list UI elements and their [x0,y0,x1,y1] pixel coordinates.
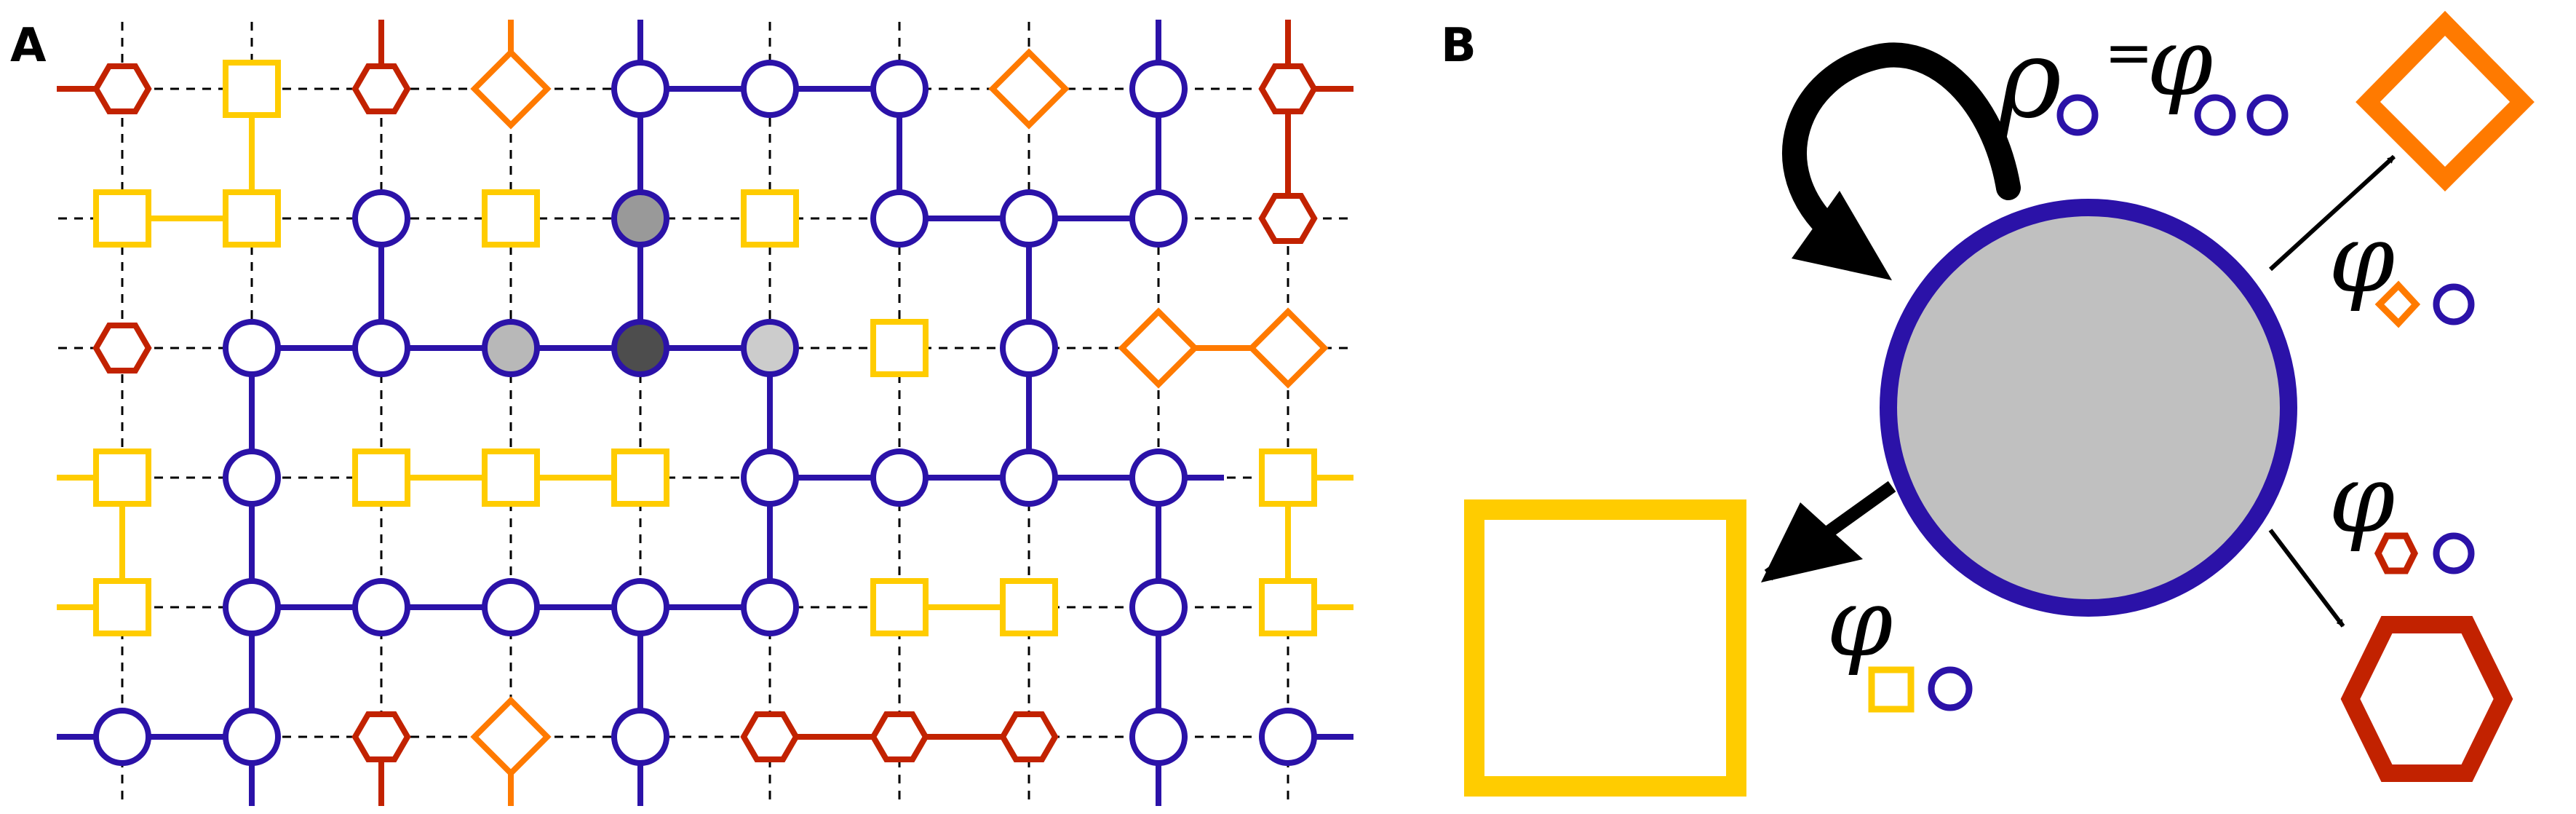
lattice-circle-node [870,60,929,118]
lattice-circle-node [1129,189,1188,248]
lattice-circle-node [352,319,410,377]
lattice-square-node [611,449,669,507]
red-hexagon-large [2340,616,2513,782]
lattice-circle-node [1129,449,1188,507]
rho-symbol: ρ [1996,16,2062,143]
lattice-hexagon-node [92,63,152,114]
phi-subscript-diamond [2374,280,2421,328]
lattice-circle-node [611,319,669,377]
lattice-square-node [482,189,540,248]
phi-yellow-subscript-square [1868,666,1915,713]
lattice-square-node [93,578,151,636]
phi-subscript-circle-1 [2194,94,2236,136]
lattice-circle-node [223,449,281,507]
panel-a-label: A [10,19,47,73]
arrow-to-red [2268,529,2345,628]
lattice-square-node [870,319,929,377]
lattice-circle-node [482,319,540,377]
lattice-circle-node [223,578,281,636]
lattice-diamond-node [470,48,552,130]
lattice-circle-node [611,578,669,636]
orange-diamond-large [2356,10,2535,191]
lattice-circle-node [223,708,281,766]
phi-yellow-subscript-circle [1928,666,1973,711]
lattice-hexagon-node [351,63,411,114]
lattice-circle-node [1000,319,1058,377]
arrow-to-yellow-head [1761,502,1863,582]
phi-subscript-circle-2 [2246,94,2289,136]
lattice-circle-node [870,449,929,507]
panel-b-label: B [1441,19,1476,73]
phi-orange-subscript-circle [2433,283,2475,325]
lattice-diamond-node [1118,307,1199,389]
lattice-square-node [223,189,281,248]
arrow-to-orange [2268,154,2396,272]
lattice-square-node [223,60,281,118]
lattice-circle-node [1129,578,1188,636]
lattice-nodes [92,48,1329,778]
lattice-square-node [1259,578,1317,636]
lattice-diamond-node [988,48,1070,130]
phi-symbol-top: φ [2147,7,2213,117]
lattice-circle-node [741,578,799,636]
lattice-hexagon-node [740,711,800,762]
lattice-square-node [482,449,540,507]
lattice-circle-node [352,189,410,248]
lattice-circle-node [611,189,669,248]
lattice-square-node [93,189,151,248]
lattice-hexagon-node [870,711,929,762]
phi-red-subscript-circle [2433,532,2475,574]
self-loop-arrowhead [1792,191,1892,280]
lattice-hexagon-node [1258,193,1318,244]
central-cell-circle [1880,199,2297,617]
lattice-circle-node [482,578,540,636]
lattice-square-node [741,189,799,248]
lattice-circle-node [93,708,151,766]
phi-symbol-yellow: φ [1826,567,1893,678]
phi-red-subscript-hexagon [2374,532,2419,574]
lattice-hexagon-node [92,323,152,374]
lattice-hexagon-node [1258,63,1318,114]
schematic-panel: ρ = φ φ φ φ [1464,7,2535,797]
lattice-circle-node [1000,449,1058,507]
lattice-diamond-node [470,696,552,778]
lattice-circle-node [1129,708,1188,766]
lattice-square-node [93,449,151,507]
lattice-hexagon-node [351,711,411,762]
lattice-circle-node [1259,708,1317,766]
lattice-square-node [1259,449,1317,507]
lattice-square-node [352,449,410,507]
lattice-circle-node [870,189,929,248]
lattice-circle-node [611,708,669,766]
lattice-circle-node [352,578,410,636]
lattice-circle-node [741,319,799,377]
lattice-circle-node [741,449,799,507]
lattice-square-node [870,578,929,636]
lattice-circle-node [611,60,669,118]
yellow-square-large [1464,499,1746,797]
lattice-circle-node [223,319,281,377]
phi-symbol-orange: φ [2329,203,2395,314]
rho-subscript-circle [2056,94,2099,136]
lattice-diamond-node [1247,307,1329,389]
lattice-circle-node [1129,60,1188,118]
lattice-circle-node [741,60,799,118]
lattice-circle-node [1000,189,1058,248]
lattice-hexagon-node [999,711,1059,762]
self-loop-arrow [1782,42,2021,245]
equals-sign: = [2104,19,2153,87]
lattice-panel [57,20,1353,806]
lattice-square-node [1000,578,1058,636]
